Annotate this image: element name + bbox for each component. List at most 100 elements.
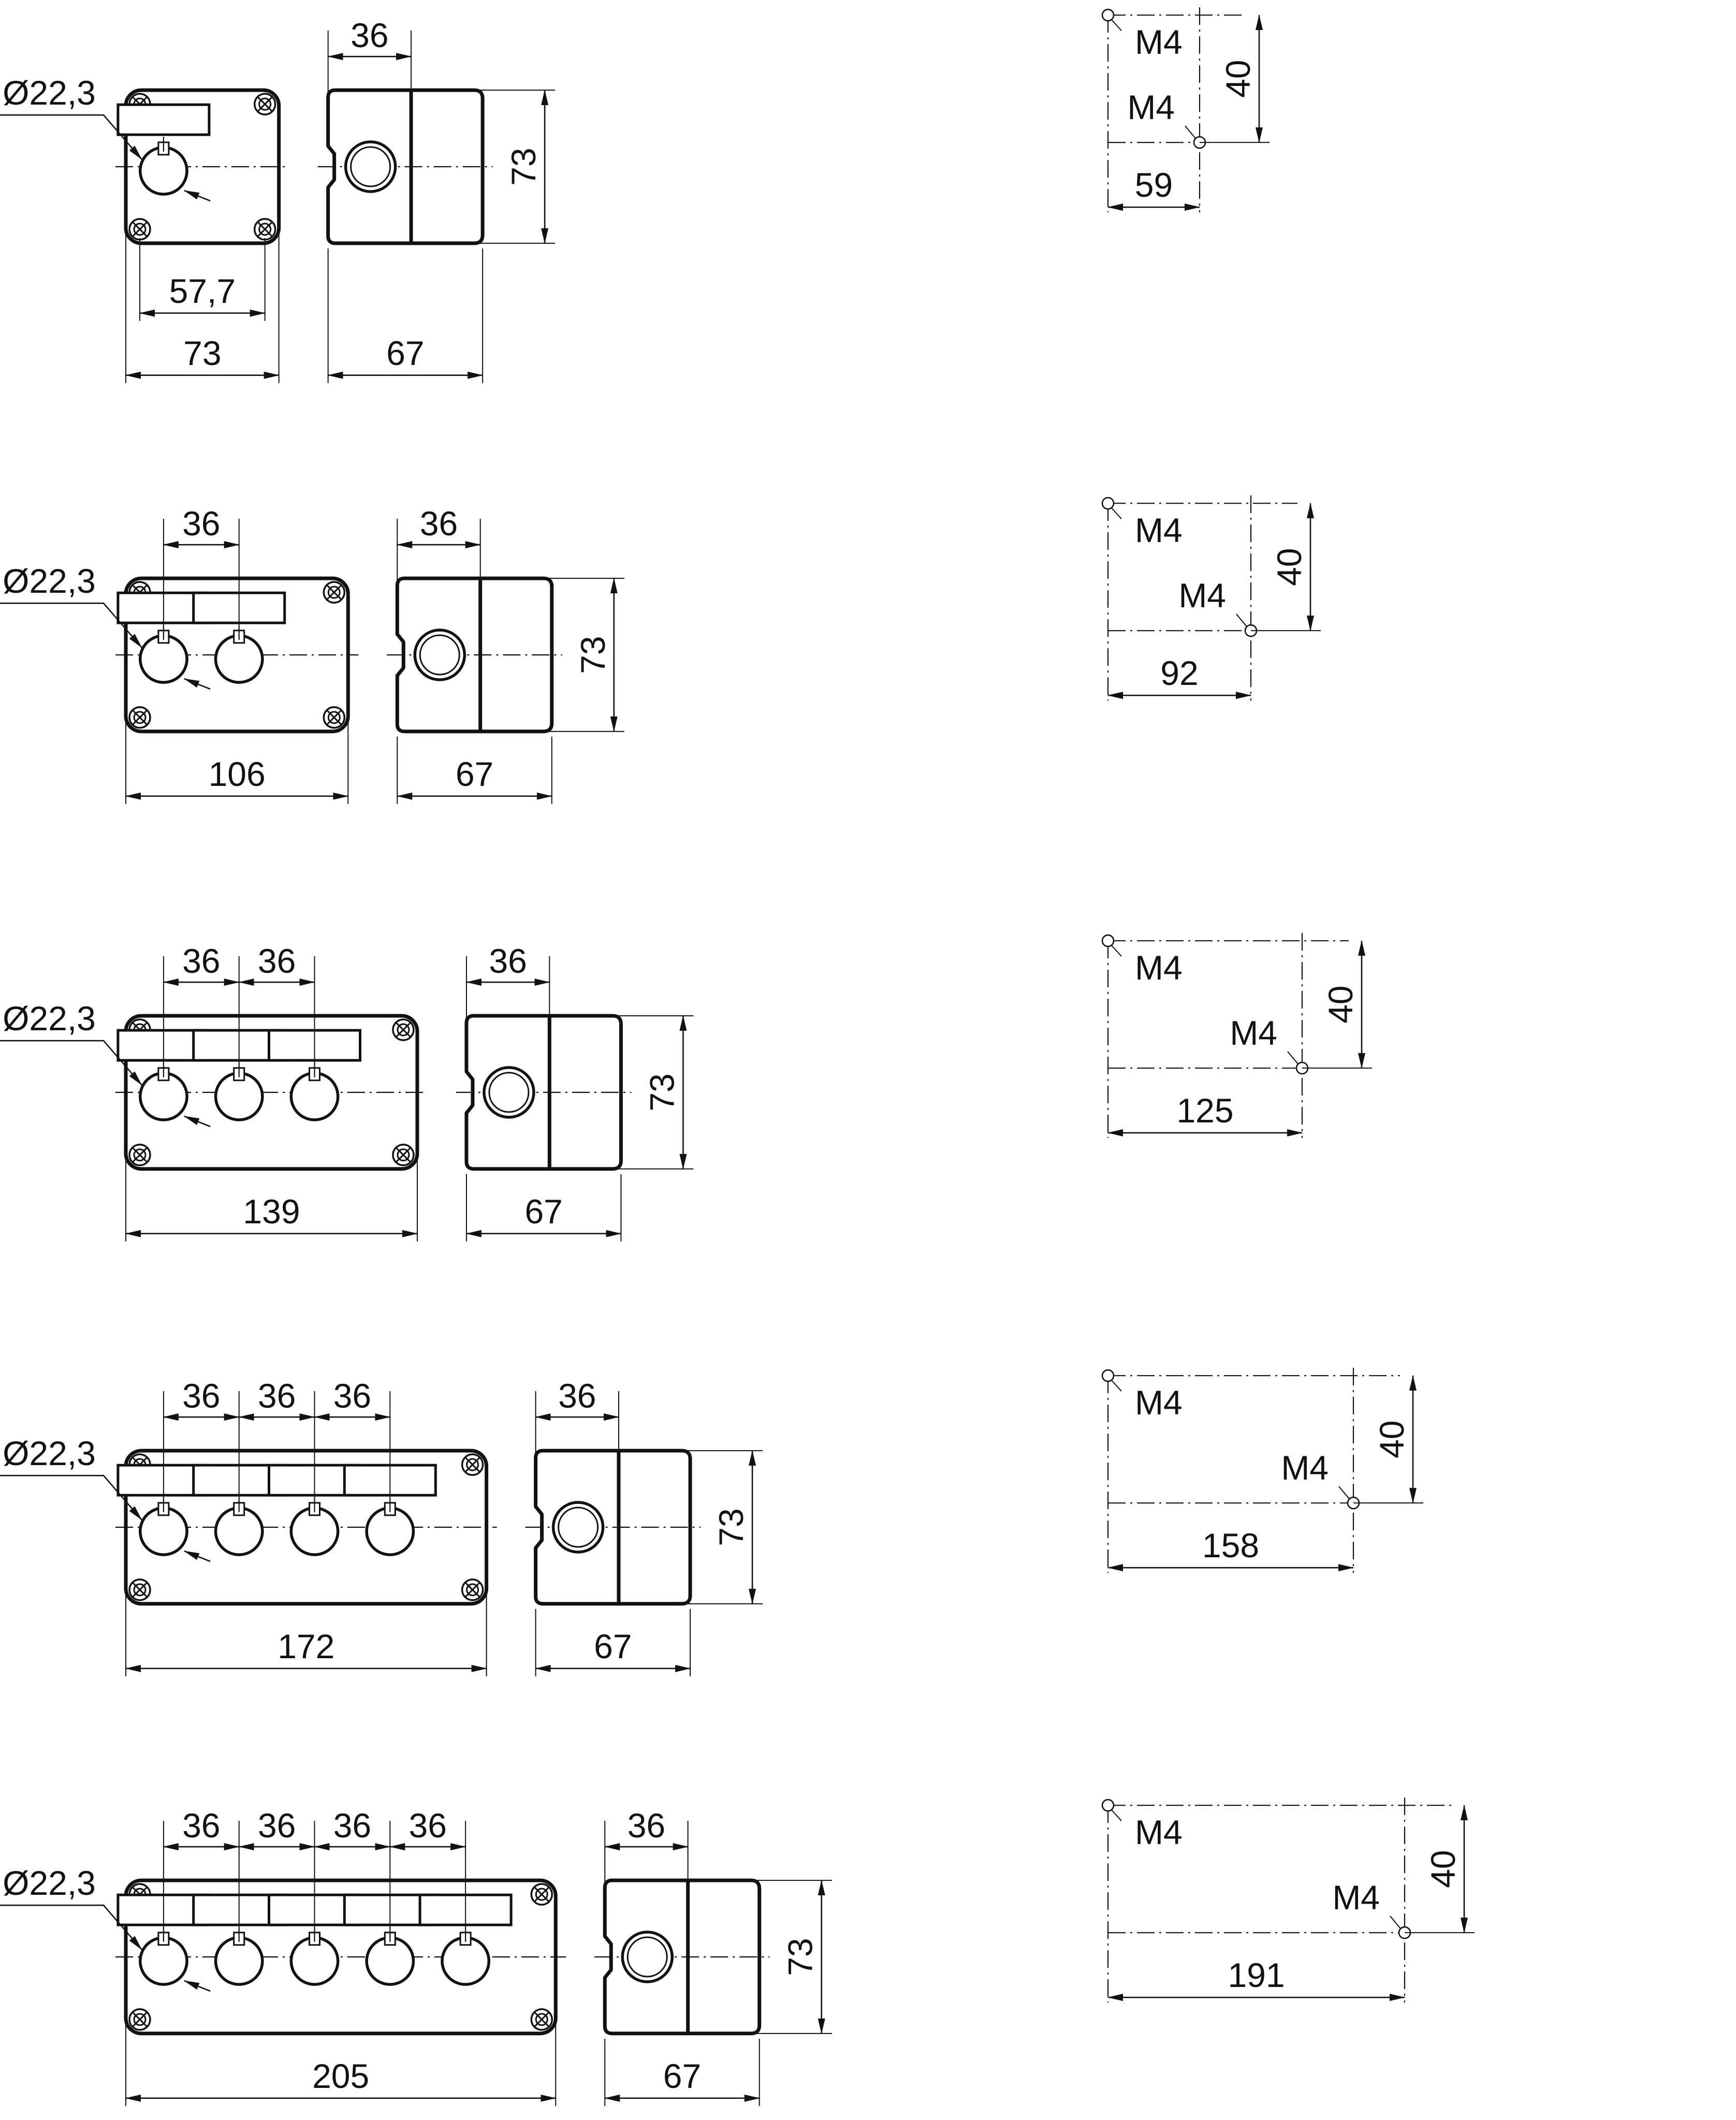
hole-a-label: M4 bbox=[1135, 948, 1183, 987]
pitch-label: 36 bbox=[182, 504, 220, 543]
button-position bbox=[116, 103, 211, 196]
mount-horizontal-label: 158 bbox=[1202, 1526, 1259, 1565]
corner-screw-icon bbox=[461, 1578, 484, 1601]
cable-entry bbox=[413, 628, 466, 681]
diameter-leader bbox=[0, 114, 142, 160]
screw-inner bbox=[466, 1583, 479, 1597]
side-top-label: 36 bbox=[351, 16, 388, 54]
cable-entry bbox=[551, 1501, 605, 1554]
mount-vertical-label: 40 bbox=[1424, 1850, 1462, 1888]
mount-vertical-label: 40 bbox=[1321, 985, 1360, 1023]
side-height-label: 73 bbox=[643, 1073, 681, 1111]
pitch-label: 36 bbox=[333, 1806, 371, 1845]
corner-screw-icon bbox=[392, 1144, 415, 1166]
hole-leader bbox=[1390, 1916, 1401, 1929]
screw-slot bbox=[326, 584, 342, 601]
side-depth-label: 67 bbox=[386, 334, 424, 372]
cable-entry bbox=[483, 1066, 535, 1119]
side-view: 36 73 67 bbox=[456, 942, 694, 1241]
screw-inner bbox=[327, 711, 341, 724]
width-label: 106 bbox=[209, 755, 266, 793]
screw-slot bbox=[464, 1457, 480, 1473]
corner-screw-icon bbox=[128, 218, 151, 241]
cable-entry-inner bbox=[626, 1936, 668, 1978]
screw-inner bbox=[466, 1458, 479, 1471]
screw-inner bbox=[258, 223, 272, 236]
diameter-callout: Ø22,3 bbox=[0, 74, 211, 202]
pitch-label: 36 bbox=[182, 1806, 220, 1845]
hole-b-label: M4 bbox=[1230, 1014, 1277, 1052]
screw-inner bbox=[133, 223, 147, 236]
mount-hole-icon bbox=[1101, 496, 1115, 510]
width-label: 73 bbox=[183, 334, 221, 372]
label-plate bbox=[116, 103, 211, 136]
side-depth-label: 67 bbox=[524, 1192, 562, 1231]
screw-inner bbox=[133, 711, 147, 724]
side-top-label: 36 bbox=[558, 1377, 596, 1415]
hole-leader bbox=[1236, 613, 1247, 627]
screw-slot bbox=[132, 2011, 148, 2027]
screw-slot bbox=[464, 1582, 480, 1598]
pitch-label: 36 bbox=[258, 1377, 296, 1415]
corner-screw-icon bbox=[323, 581, 346, 604]
mount-hole-icon bbox=[1101, 1369, 1115, 1382]
mount-hole-icon bbox=[1101, 1799, 1115, 1812]
corner-screw-icon bbox=[128, 706, 151, 729]
diameter-leader-b bbox=[183, 678, 211, 690]
cable-entry-inner bbox=[558, 1507, 599, 1548]
screw-inner bbox=[133, 1148, 147, 1162]
hole-b-label: M4 bbox=[1281, 1449, 1329, 1487]
screw-inner bbox=[535, 1888, 548, 1901]
cable-entry-inner bbox=[350, 146, 391, 187]
screw-inner bbox=[397, 1148, 410, 1162]
side-depth-label: 67 bbox=[594, 1627, 632, 1665]
hole-leader bbox=[1111, 1809, 1122, 1821]
side-top-label: 36 bbox=[628, 1806, 665, 1845]
cable-entry bbox=[621, 1931, 674, 1983]
diameter-label: Ø22,3 bbox=[3, 562, 96, 600]
diameter-leader bbox=[0, 1040, 142, 1086]
mount-horizontal-label: 191 bbox=[1228, 1956, 1285, 1994]
width-label: 139 bbox=[243, 1192, 300, 1231]
diameter-leader bbox=[0, 1904, 142, 1950]
diameter-callout: Ø22,3 bbox=[0, 1434, 211, 1562]
screw-slot bbox=[257, 96, 273, 112]
inner-width-label: 57,7 bbox=[169, 272, 236, 310]
corner-screw-icon bbox=[323, 706, 346, 729]
hole-leader bbox=[1111, 19, 1122, 31]
side-view: 36 73 67 bbox=[525, 1377, 763, 1676]
hole-leader bbox=[1111, 1379, 1122, 1392]
side-height-label: 73 bbox=[781, 1938, 820, 1976]
cable-entry-inner bbox=[419, 634, 460, 676]
mount-horizontal-label: 125 bbox=[1176, 1091, 1233, 1130]
corner-screw-icon bbox=[392, 1018, 415, 1041]
corner-screw-icon bbox=[530, 2008, 553, 2031]
side-depth-label: 67 bbox=[456, 755, 493, 793]
diameter-leader-b bbox=[183, 189, 211, 202]
side-height-label: 73 bbox=[712, 1508, 750, 1546]
pitch-label: 36 bbox=[258, 942, 296, 980]
side-top-label: 36 bbox=[489, 942, 527, 980]
hole-a-label: M4 bbox=[1135, 1813, 1183, 1851]
diameter-label: Ø22,3 bbox=[3, 1434, 96, 1472]
screw-inner bbox=[133, 1583, 147, 1597]
mount-vertical-label: 40 bbox=[1270, 548, 1308, 586]
hole-leader bbox=[1338, 1486, 1350, 1499]
screw-inner bbox=[133, 2013, 147, 2026]
screw-inner bbox=[327, 586, 341, 599]
diameter-label: Ø22,3 bbox=[3, 74, 96, 112]
pitch-label: 36 bbox=[258, 1806, 296, 1845]
pitch-label: 36 bbox=[409, 1806, 446, 1845]
hole-leader bbox=[1287, 1051, 1299, 1064]
screw-slot bbox=[534, 2011, 550, 2027]
